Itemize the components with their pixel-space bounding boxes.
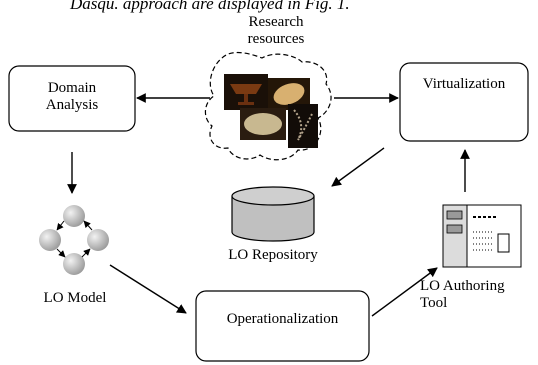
research-resources-label: Research resources <box>247 14 305 47</box>
virtualization-box <box>399 62 529 142</box>
arrow-virtualization-to-repository <box>331 147 385 187</box>
lo-model-label: LO Model <box>43 290 107 306</box>
lo-authoring-tool-label: LO Authoring Tool <box>420 278 505 311</box>
operationalization-label: Operationalization <box>226 311 339 327</box>
virtualization-label: Virtualization <box>422 76 506 92</box>
domain-analysis-box <box>8 65 136 132</box>
operationalization-box <box>195 290 370 362</box>
research-resources-cloud <box>204 51 332 161</box>
domain-analysis-label: Domain Analysis <box>45 80 99 113</box>
arrow-model-to-operationalization <box>109 264 187 314</box>
lo-repository-label: LO Repository <box>228 247 318 263</box>
artifact-images <box>224 74 318 148</box>
arrow-operationalization-to-tool <box>371 267 438 317</box>
caption-text: Dasqu. approach are displayed in Fig. 1. <box>70 0 350 13</box>
lo-model-graphic <box>39 205 109 275</box>
authoring-tool-graphic <box>442 204 522 268</box>
repository-cylinder <box>231 186 315 242</box>
